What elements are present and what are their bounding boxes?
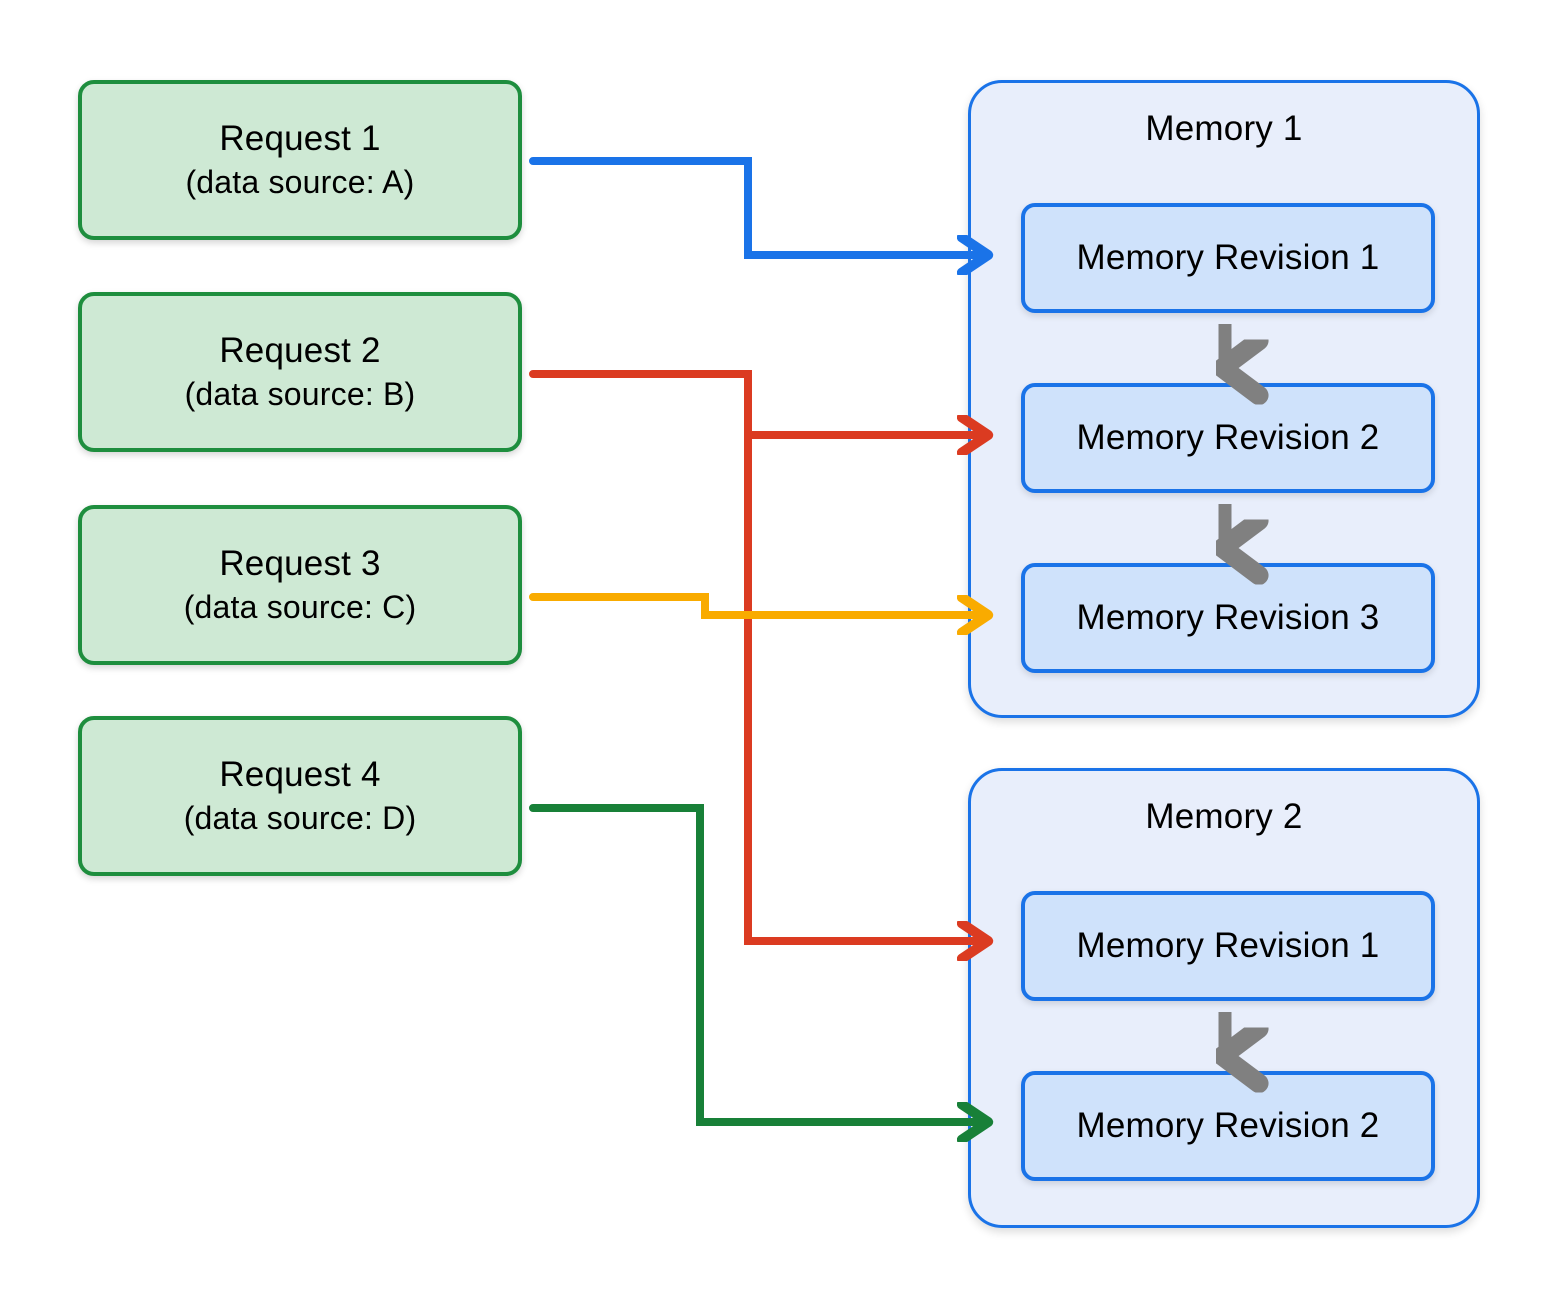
memory-container-1[interactable]: Memory 1 Memory Revision 1 Memory Revisi…: [968, 80, 1480, 718]
request-3-title: Request 3: [219, 544, 381, 584]
memory-1-revision-box-1[interactable]: Memory Revision 1: [1021, 203, 1435, 313]
request-box-1[interactable]: Request 1 (data source: A): [78, 80, 522, 240]
connector-request2-to-memory2-revision1: [744, 370, 985, 941]
memory-1-title: Memory 1: [1145, 109, 1303, 148]
request-1-title: Request 1: [219, 119, 381, 159]
memory-1-revision-box-2[interactable]: Memory Revision 2: [1021, 383, 1435, 493]
memory-1-revision-1-label: Memory Revision 1: [1076, 238, 1380, 277]
memory-1-revision-box-3[interactable]: Memory Revision 3: [1021, 563, 1435, 673]
request-box-4[interactable]: Request 4 (data source: D): [78, 716, 522, 876]
request-box-3[interactable]: Request 3 (data source: C): [78, 505, 522, 665]
request-3-subtitle: (data source: C): [183, 589, 417, 626]
request-1-subtitle: (data source: A): [185, 164, 415, 201]
memory-2-revision-box-2[interactable]: Memory Revision 2: [1021, 1071, 1435, 1181]
memory-container-2[interactable]: Memory 2 Memory Revision 1 Memory Revisi…: [968, 768, 1480, 1228]
request-4-subtitle: (data source: D): [183, 800, 417, 837]
request-box-2[interactable]: Request 2 (data source: B): [78, 292, 522, 452]
request-2-title: Request 2: [219, 331, 381, 371]
memory-2-revision-1-label: Memory Revision 1: [1076, 926, 1380, 965]
request-4-title: Request 4: [219, 755, 381, 795]
memory-1-revision-3-label: Memory Revision 3: [1076, 598, 1380, 637]
connector-request4-to-memory2-revision2: [529, 804, 985, 1122]
connector-request2-to-memory1-revision2: [529, 370, 985, 435]
request-2-subtitle: (data source: B): [184, 376, 416, 413]
memory-2-revision-box-1[interactable]: Memory Revision 1: [1021, 891, 1435, 1001]
memory-2-title: Memory 2: [1145, 797, 1303, 836]
memory-2-revision-2-label: Memory Revision 2: [1076, 1106, 1380, 1145]
memory-1-revision-2-label: Memory Revision 2: [1076, 418, 1380, 457]
connector-request3-to-memory1-revision3: [529, 593, 985, 615]
connector-request1-to-memory1-revision1: [529, 157, 985, 255]
